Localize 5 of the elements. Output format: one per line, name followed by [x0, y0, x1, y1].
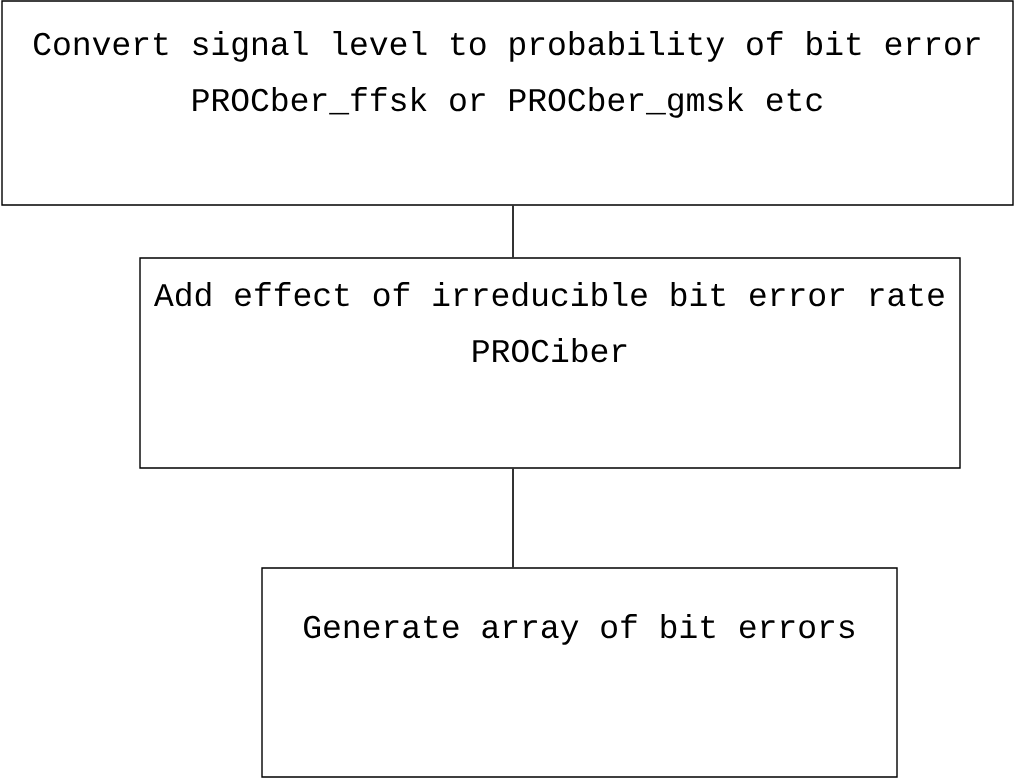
process-box: Convert signal level to probability of bit error PROCber_ffsk or PROCber_gmsk etc: [1, 0, 1014, 206]
connector-line: [512, 467, 514, 569]
connector-line: [512, 204, 514, 259]
process-box: Generate array of bit errors: [261, 567, 898, 778]
process-box: Add effect of irreducible bit error rate PROCiber: [139, 257, 961, 469]
